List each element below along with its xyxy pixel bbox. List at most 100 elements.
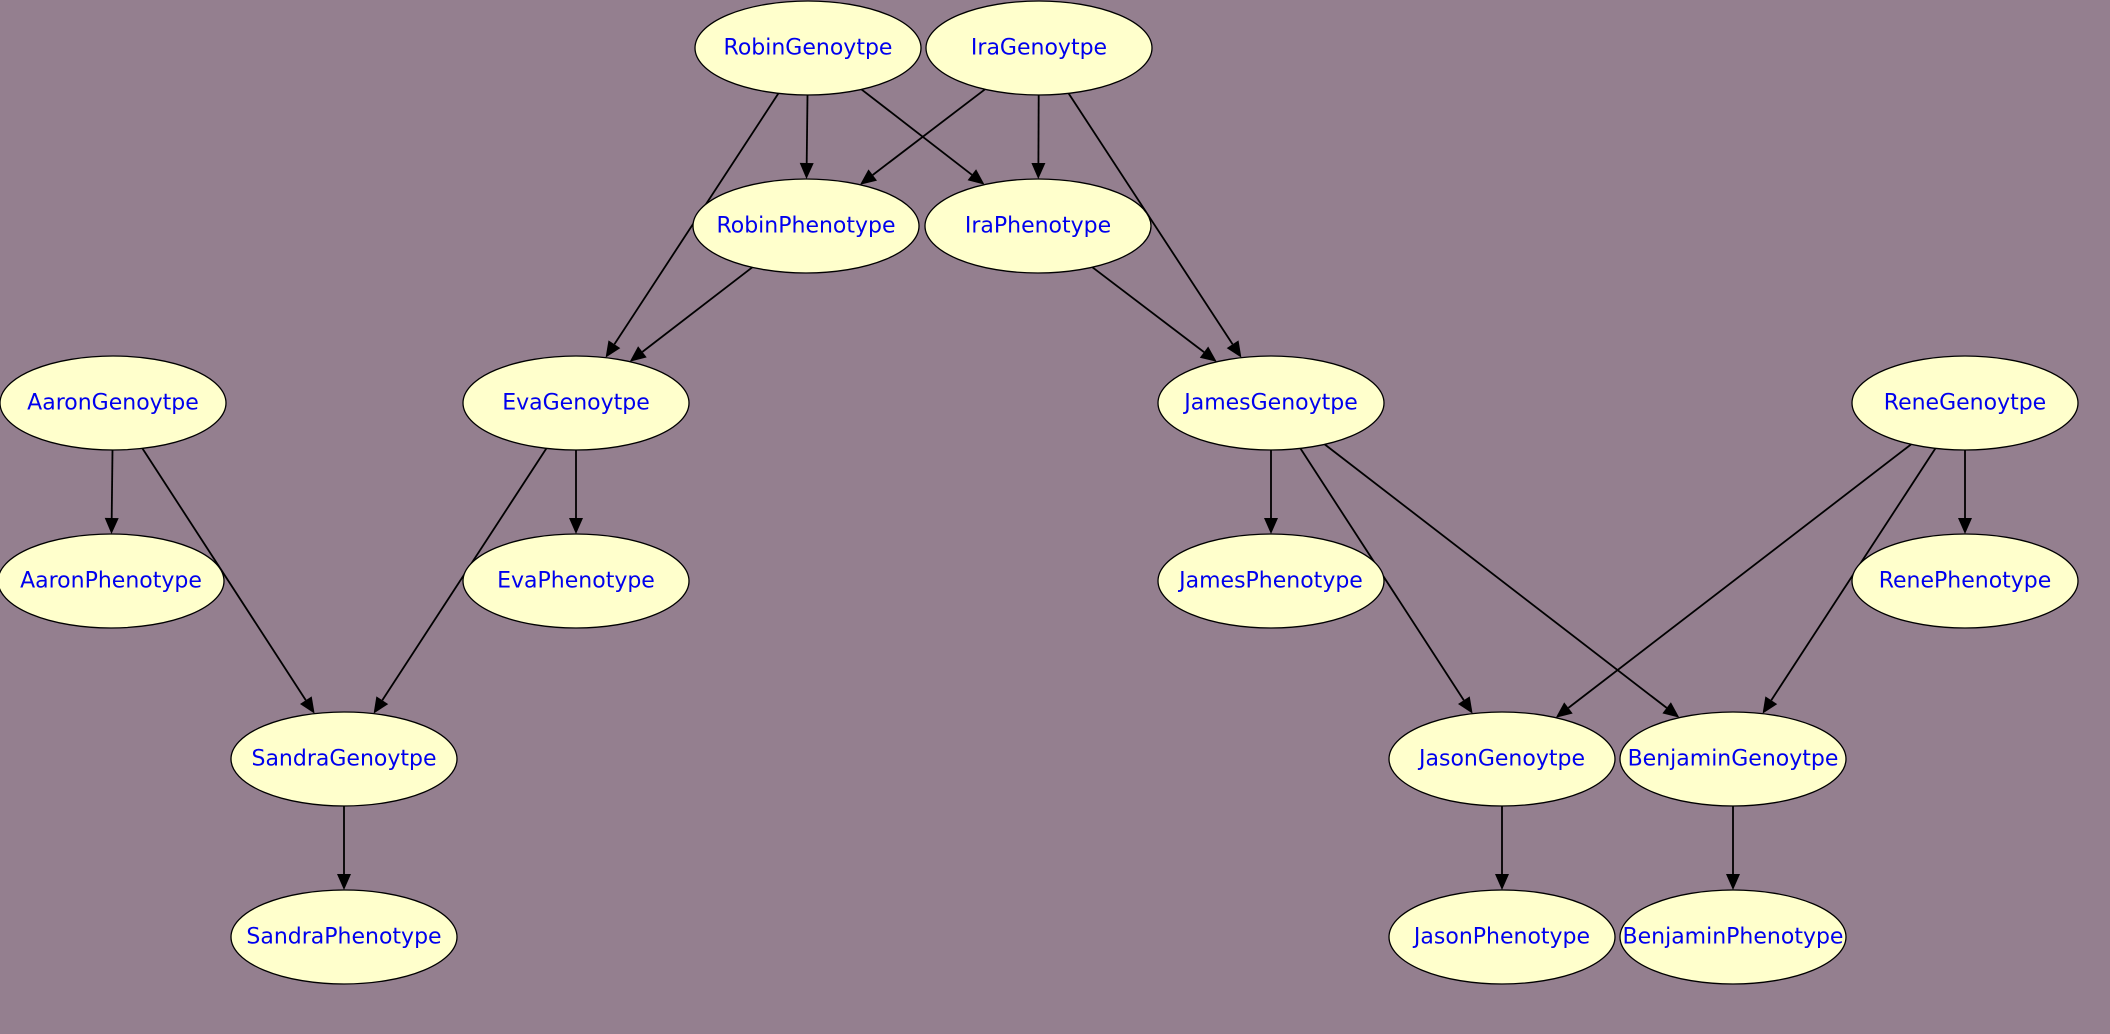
node-ira-phenotype[interactable]: IraPhenotype xyxy=(924,178,1152,274)
node-label: EvaGenoytpe xyxy=(502,391,650,416)
edges-layer xyxy=(104,88,1972,890)
edge-robin-phenotype-to-eva-genoytpe xyxy=(629,266,753,362)
node-label: JasonPhenotype xyxy=(1412,925,1590,950)
node-ellipse[interactable] xyxy=(925,0,1153,96)
node-ellipse[interactable] xyxy=(1619,889,1847,985)
node-ellipse[interactable] xyxy=(692,178,920,274)
node-ellipse[interactable] xyxy=(230,711,458,807)
arrowhead-icon xyxy=(569,518,583,534)
node-ira-genoytpe[interactable]: IraGenoytpe xyxy=(925,0,1153,96)
node-label: AaronGenoytpe xyxy=(27,391,199,416)
edge-line xyxy=(860,88,973,176)
edge-sandra-genoytpe-to-sandra-phenotype xyxy=(337,806,351,890)
edge-line xyxy=(805,94,809,164)
node-ellipse[interactable] xyxy=(1157,355,1385,451)
node-label: RenePhenotype xyxy=(1879,569,2052,594)
node-label: EvaPhenotype xyxy=(497,569,655,594)
arrowhead-icon xyxy=(1662,702,1680,718)
arrowhead-icon xyxy=(1555,702,1573,718)
node-robin-phenotype[interactable]: RobinPhenotype xyxy=(692,178,920,274)
edge-line xyxy=(1567,443,1912,709)
node-ellipse[interactable] xyxy=(694,0,922,96)
node-eva-phenotype[interactable]: EvaPhenotype xyxy=(462,533,690,629)
node-robin-genoytpe[interactable]: RobinGenoytpe xyxy=(694,0,922,96)
arrowhead-icon xyxy=(300,696,315,714)
node-ellipse[interactable] xyxy=(1157,533,1385,629)
node-james-genoytpe[interactable]: JamesGenoytpe xyxy=(1157,355,1385,451)
node-label: SandraPhenotype xyxy=(246,925,441,950)
node-ellipse[interactable] xyxy=(1851,533,2079,629)
arrowhead-icon xyxy=(1458,696,1473,714)
node-rene-phenotype[interactable]: RenePhenotype xyxy=(1851,533,2079,629)
node-label: IraGenoytpe xyxy=(971,36,1107,61)
node-label: SandraGenoytpe xyxy=(251,747,436,772)
arrowhead-icon xyxy=(104,517,119,534)
node-ellipse[interactable] xyxy=(924,178,1152,274)
edge-eva-genoytpe-to-eva-phenotype xyxy=(569,450,583,534)
edge-line xyxy=(141,447,307,701)
arrowhead-icon xyxy=(605,340,621,358)
node-label: JamesPhenotype xyxy=(1177,569,1363,594)
node-label: JasonGenoytpe xyxy=(1417,747,1585,772)
edge-robin-genoytpe-to-ira-phenotype xyxy=(860,88,985,185)
node-label: JamesGenoytpe xyxy=(1182,391,1358,416)
arrowhead-icon xyxy=(860,169,877,185)
edge-robin-genoytpe-to-robin-phenotype xyxy=(799,94,814,179)
arrowhead-icon xyxy=(373,696,389,714)
edge-jason-genoytpe-to-jason-phenotype xyxy=(1495,806,1509,890)
edge-james-genoytpe-to-james-phenotype xyxy=(1264,450,1278,534)
edge-aaron-genoytpe-to-sandra-genoytpe xyxy=(141,447,315,714)
edge-ira-genoytpe-to-robin-phenotype xyxy=(860,88,986,185)
arrowhead-icon xyxy=(629,346,647,362)
edge-aaron-genoytpe-to-aaron-phenotype xyxy=(104,449,119,534)
node-eva-genoytpe[interactable]: EvaGenoytpe xyxy=(462,355,690,451)
arrowhead-icon xyxy=(337,874,351,890)
edge-james-genoytpe-to-benjamin-genoytpe xyxy=(1324,443,1680,718)
arrowhead-icon xyxy=(967,169,985,185)
edge-line xyxy=(641,266,753,353)
arrowhead-icon xyxy=(1226,340,1242,358)
edge-line xyxy=(1091,266,1205,353)
edge-rene-genoytpe-to-jason-genoytpe xyxy=(1555,443,1912,718)
node-james-phenotype[interactable]: JamesPhenotype xyxy=(1157,533,1385,629)
node-ellipse[interactable] xyxy=(230,889,458,985)
node-label: IraPhenotype xyxy=(965,214,1111,239)
arrowhead-icon xyxy=(1726,874,1740,890)
node-sandra-phenotype[interactable]: SandraPhenotype xyxy=(230,889,458,985)
node-ellipse[interactable] xyxy=(462,533,690,629)
node-jason-phenotype[interactable]: JasonPhenotype xyxy=(1388,889,1616,985)
node-ellipse[interactable] xyxy=(1851,355,2079,451)
arrowhead-icon xyxy=(1958,518,1972,534)
node-label: ReneGenoytpe xyxy=(1884,391,2046,416)
edge-benjamin-genoytpe-to-benjamin-phenotype xyxy=(1726,806,1740,890)
edge-line xyxy=(1324,443,1668,709)
node-ellipse[interactable] xyxy=(1619,711,1847,807)
node-label: BenjaminPhenotype xyxy=(1623,925,1844,950)
node-rene-genoytpe[interactable]: ReneGenoytpe xyxy=(1851,355,2079,451)
node-ellipse[interactable] xyxy=(1388,711,1616,807)
arrowhead-icon xyxy=(1031,163,1046,179)
node-benjamin-phenotype[interactable]: BenjaminPhenotype xyxy=(1619,889,1847,985)
node-jason-genoytpe[interactable]: JasonGenoytpe xyxy=(1388,711,1616,807)
node-ellipse[interactable] xyxy=(0,355,227,451)
arrowhead-icon xyxy=(1199,346,1217,362)
edge-ira-phenotype-to-james-genoytpe xyxy=(1091,266,1217,362)
node-sandra-genoytpe[interactable]: SandraGenoytpe xyxy=(230,711,458,807)
node-aaron-phenotype[interactable]: AaronPhenotype xyxy=(0,533,225,629)
edge-ira-genoytpe-to-james-genoytpe xyxy=(1067,92,1242,358)
arrowhead-icon xyxy=(1762,696,1778,714)
node-label: AaronPhenotype xyxy=(20,569,202,594)
node-ellipse[interactable] xyxy=(1388,889,1616,985)
node-aaron-genoytpe[interactable]: AaronGenoytpe xyxy=(0,355,227,451)
edge-line xyxy=(872,88,986,176)
node-ellipse[interactable] xyxy=(462,355,690,451)
node-label: RobinGenoytpe xyxy=(724,36,893,61)
node-label: BenjaminGenoytpe xyxy=(1628,747,1839,772)
edge-ira-genoytpe-to-ira-phenotype xyxy=(1031,94,1046,179)
edge-rene-genoytpe-to-rene-phenotype xyxy=(1958,450,1972,534)
node-ellipse[interactable] xyxy=(0,533,225,629)
arrowhead-icon xyxy=(1495,874,1509,890)
node-benjamin-genoytpe[interactable]: BenjaminGenoytpe xyxy=(1619,711,1847,807)
